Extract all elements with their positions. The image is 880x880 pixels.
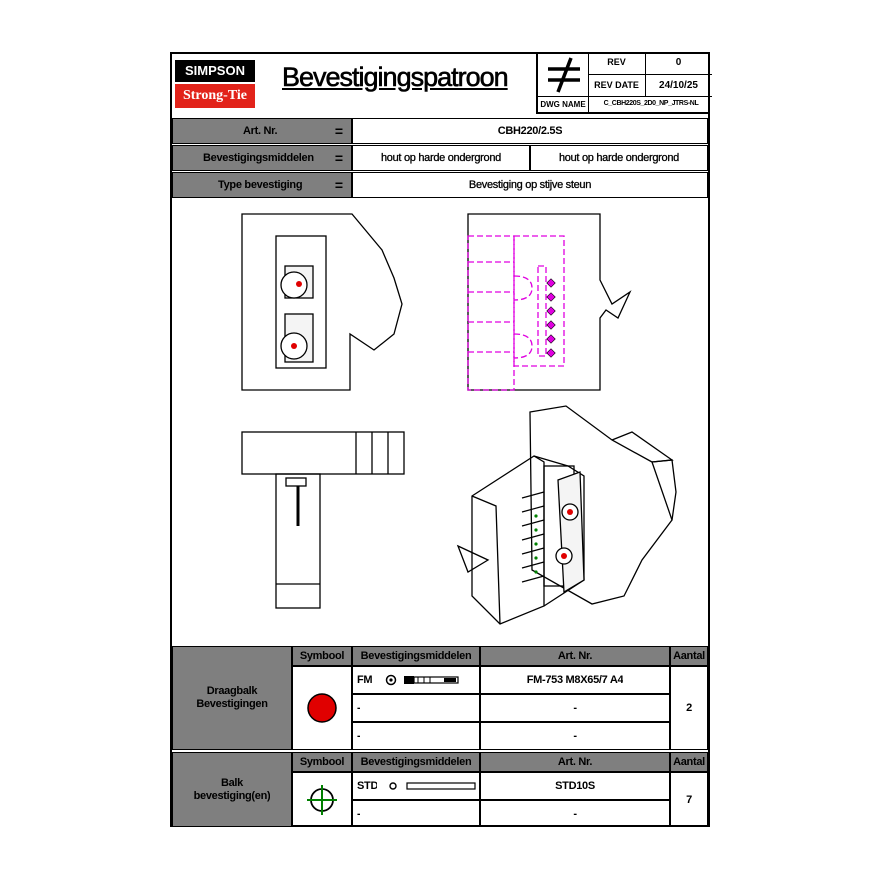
- column-header: Symbool: [299, 756, 345, 768]
- table2-symbol-cell: [292, 772, 352, 827]
- table1-col-symbol: Symbool: [292, 646, 352, 666]
- rev-label: REV: [607, 57, 626, 67]
- table1-qty-cell: 2: [670, 666, 708, 750]
- type-label: Type bevestiging: [218, 179, 303, 191]
- fastener-code: -: [357, 702, 361, 714]
- type-value: Bevestiging op stijve steun: [468, 179, 592, 191]
- column-header: Bevestigingsmiddelen: [360, 756, 472, 768]
- means-value-cell-1: hout op harde ondergrond: [352, 145, 530, 171]
- quantity: 7: [686, 793, 692, 806]
- means-value-2: hout op harde ondergrond: [558, 152, 679, 164]
- top-view: [241, 431, 405, 609]
- divider: [588, 54, 589, 114]
- table-row: STD: [352, 772, 480, 800]
- anchor-bolt-icon: [386, 674, 459, 686]
- table2-group-cell: Balk bevestiging(en): [172, 752, 292, 827]
- logo: SIMPSON Strong-Tie: [175, 60, 255, 108]
- side-view: [467, 213, 632, 391]
- fastener-code: -: [357, 807, 361, 820]
- divider: [538, 96, 712, 97]
- table2-col-means: Bevestigingsmiddelen: [352, 752, 480, 772]
- table1-symbol-cell: [292, 666, 352, 750]
- art-value: CBH220/2.5S: [497, 125, 563, 137]
- divider: [645, 54, 646, 96]
- means-value-1: hout op harde ondergrond: [380, 152, 501, 164]
- anchor-dot: [291, 343, 297, 349]
- dwg-value: C_CBH220S_2D0_NP_JTRS-NL: [603, 100, 699, 107]
- logo-strongtie: Strong-Tie: [175, 84, 255, 108]
- table2-col-art: Art. Nr.: [480, 752, 670, 772]
- equals-sign: =: [334, 150, 343, 166]
- isometric-view: [456, 405, 677, 625]
- equals-sign: =: [334, 177, 343, 193]
- table2-col-qty: Aantal: [670, 752, 708, 772]
- technical-drawing: [241, 213, 677, 625]
- column-header: Art. Nr.: [557, 756, 593, 768]
- table-row: -: [480, 722, 670, 750]
- rev-value: 0: [675, 57, 682, 68]
- art-label-cell: Art. Nr. =: [172, 118, 352, 144]
- table-row: -: [352, 800, 480, 827]
- art-label: Art. Nr.: [243, 125, 278, 137]
- anchor-dot: [296, 281, 302, 287]
- table-row: FM-753 M8X65/7 A4: [480, 666, 670, 694]
- column-header: Art. Nr.: [557, 650, 593, 662]
- means-value-cell-2: hout op harde ondergrond: [530, 145, 708, 171]
- column-header: Symbool: [299, 650, 345, 662]
- title-block: REV 0 REV DATE 24/10/25 DWG NAME C_CBH22…: [536, 54, 712, 114]
- rev-date-value: 24/10/25: [659, 80, 698, 91]
- fastener-code: -: [357, 730, 361, 742]
- screw-icon: [389, 782, 476, 790]
- fastener-table-1: Draagbalk Bevestigingen Symbool Bevestig…: [172, 646, 708, 750]
- fastener-code: STD: [357, 780, 378, 792]
- article-number: FM-753 M8X65/7 A4: [526, 674, 624, 686]
- page-title: Bevestigingspatroon: [282, 62, 509, 92]
- divider: [588, 74, 712, 75]
- table-row: -: [352, 694, 480, 722]
- table-row: -: [480, 694, 670, 722]
- column-header: Aantal: [673, 650, 705, 662]
- logo-simpson: SIMPSON: [175, 60, 255, 82]
- means-label-cell: Bevestigingsmiddelen =: [172, 145, 352, 171]
- crosshair-icon: [307, 784, 337, 815]
- drawing-sheet: SIMPSON Strong-Tie Bevestigingspatroon R…: [170, 52, 712, 827]
- column-header: Aantal: [673, 756, 705, 768]
- article-number: -: [573, 702, 577, 714]
- not-equal-icon: [538, 54, 588, 96]
- table-row: -: [480, 800, 670, 827]
- table-row: FM: [352, 666, 480, 694]
- table-row: STD10S: [480, 772, 670, 800]
- info-section: Art. Nr. = CBH220/2.5S Bevestigingsmidde…: [172, 118, 708, 198]
- fastener-table-2: Balk bevestiging(en) Symbool Bevestiging…: [172, 752, 708, 827]
- front-view: [241, 213, 403, 391]
- type-label-cell: Type bevestiging =: [172, 172, 352, 198]
- table2-col-symbol: Symbool: [292, 752, 352, 772]
- rev-date-label: REV DATE: [594, 80, 639, 90]
- table1-group-cell: Draagbalk Bevestigingen: [172, 646, 292, 750]
- art-value-cell: CBH220/2.5S: [352, 118, 708, 144]
- article-number: -: [573, 730, 577, 742]
- equals-sign: =: [334, 123, 343, 139]
- table1-col-qty: Aantal: [670, 646, 708, 666]
- table1-group-label: Draagbalk Bevestigingen: [196, 685, 268, 710]
- red-circle-icon: [307, 693, 337, 723]
- dwg-label: DWG NAME: [540, 100, 586, 109]
- table-row: -: [352, 722, 480, 750]
- table2-group-label: Balk bevestiging(en): [193, 776, 271, 802]
- column-header: Bevestigingsmiddelen: [360, 650, 472, 662]
- means-label: Bevestigingsmiddelen: [203, 152, 314, 164]
- table1-col-art: Art. Nr.: [480, 646, 670, 666]
- article-number: -: [573, 807, 577, 820]
- fastener-code: FM: [357, 674, 373, 686]
- type-value-cell: Bevestiging op stijve steun: [352, 172, 708, 198]
- article-number: STD10S: [555, 780, 595, 792]
- table1-col-means: Bevestigingsmiddelen: [352, 646, 480, 666]
- table2-qty-cell: 7: [670, 772, 708, 827]
- quantity: 2: [686, 702, 692, 714]
